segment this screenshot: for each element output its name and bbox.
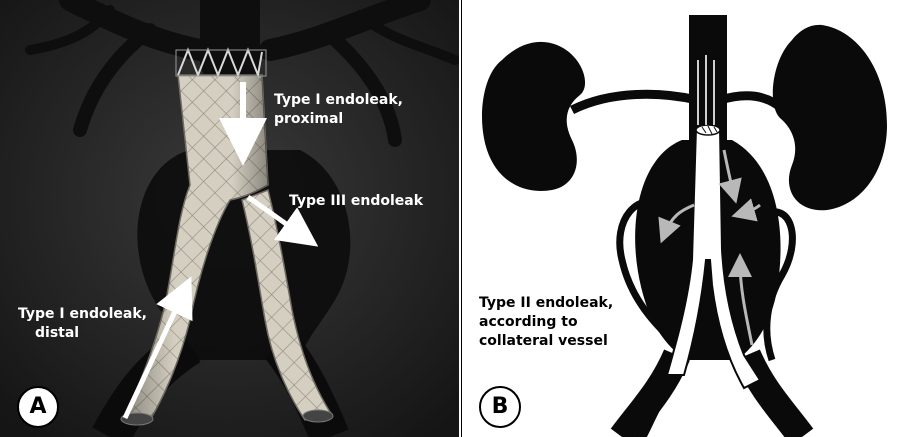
label-type1-distal-line2: distal bbox=[18, 324, 147, 343]
panel-b-badge: B bbox=[479, 386, 521, 428]
label-type1-proximal: Type I endoleak, proximal bbox=[274, 91, 403, 129]
label-type1-proximal-line2: proximal bbox=[274, 110, 403, 129]
kidney-left bbox=[482, 42, 585, 191]
panel-a-illustration bbox=[0, 0, 459, 437]
panel-a-badge: A bbox=[17, 386, 59, 428]
label-type2-line3: collateral vessel bbox=[479, 332, 613, 351]
label-type2: Type II endoleak, according to collatera… bbox=[479, 294, 613, 351]
label-type1-distal: Type I endoleak, distal bbox=[18, 305, 147, 343]
panel-b-illustration bbox=[462, 0, 904, 437]
label-type2-line1: Type II endoleak, bbox=[479, 294, 613, 313]
label-type1-proximal-line1: Type I endoleak, bbox=[274, 91, 403, 110]
label-type1-distal-line1: Type I endoleak, bbox=[18, 305, 147, 324]
panel-b: Type II endoleak, according to collatera… bbox=[461, 0, 904, 437]
label-type3: Type III endoleak bbox=[289, 192, 423, 211]
label-type2-line2: according to bbox=[479, 313, 613, 332]
panel-a: Type I endoleak, proximal Type III endol… bbox=[0, 0, 459, 437]
renal-artery-left bbox=[572, 94, 697, 110]
kidney-right bbox=[773, 25, 887, 210]
